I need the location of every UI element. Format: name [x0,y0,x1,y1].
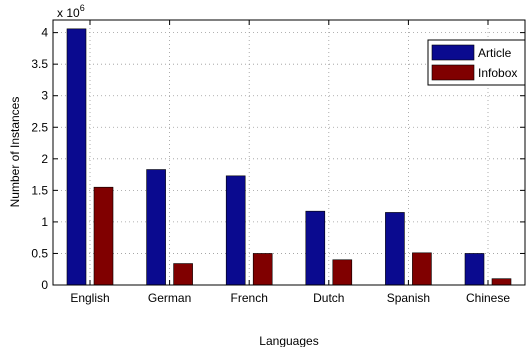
bar-infobox-dutch [332,259,353,286]
legend-label-article: Article [478,46,512,60]
x-tick-label: English [70,291,109,305]
x-axis-label: Languages [259,334,318,347]
y-axis-label: Number of Instances [8,97,22,208]
y-tick-label: 0.5 [31,246,48,260]
bar-article-chinese [464,253,485,286]
legend: Article Infobox [427,39,526,86]
legend-swatch-article [431,44,475,61]
bar-infobox-spanish [412,252,432,286]
bar-article-french [225,175,246,286]
x-tick-label: German [148,291,191,305]
bar-infobox-german [173,263,193,286]
y-tick-label: 2 [41,152,48,166]
y-tick-label: 3.5 [31,57,48,71]
x-tick-label: Chinese [466,291,510,305]
bar-infobox-french [252,253,273,286]
grid-lines [53,20,525,285]
y-tick-label: 4 [41,26,48,40]
y-multiplier: x 106 [57,3,85,20]
x-tick-label: French [231,291,268,305]
bar-article-english [66,28,87,286]
bar-infobox-english [93,186,114,286]
plot-frame [52,19,526,286]
y-tick-label: 1 [41,215,48,229]
x-tick-label: Dutch [313,291,344,305]
y-tick-label: 3 [41,89,48,103]
bar-article-spanish [385,212,405,286]
bars [66,28,512,286]
bar-article-german [146,169,166,286]
x-tick-label: Spanish [387,291,430,305]
legend-label-infobox: Infobox [478,66,517,80]
y-tick-label: 1.5 [31,183,48,197]
bar-infobox-chinese [491,278,512,286]
bar-article-dutch [305,210,326,286]
y-tick-label: 0 [41,278,48,292]
y-tick-label: 2.5 [31,120,48,134]
legend-swatch-infobox [431,64,475,81]
